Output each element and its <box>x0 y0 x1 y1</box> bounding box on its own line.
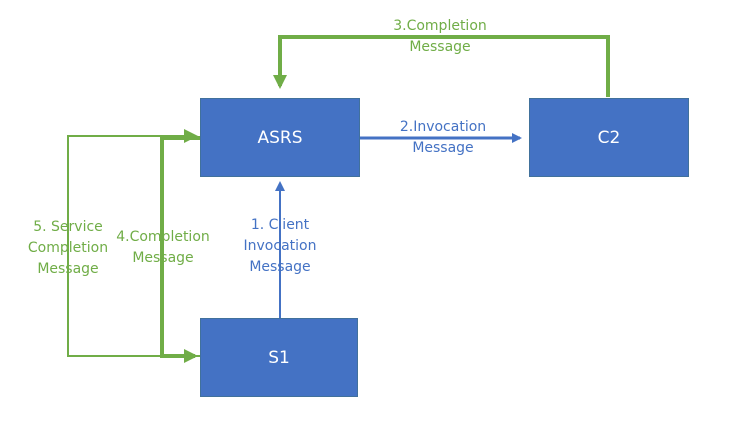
label-invocation: 2.Invocation Message <box>399 119 487 156</box>
node-s1[interactable]: S1 <box>200 318 358 397</box>
node-c2[interactable]: C2 <box>529 98 689 177</box>
label-client-invocation: 1. Client Invocation Message <box>243 217 317 275</box>
node-asrs[interactable]: ASRS <box>200 98 360 177</box>
label-service-completion: 5. Service Completion Message <box>27 219 109 277</box>
node-c2-label: C2 <box>597 127 621 148</box>
edge-completion-c2-to-asrs <box>273 35 610 97</box>
node-asrs-label: ASRS <box>257 127 303 148</box>
edge-service-completion-s1-to-asrs <box>67 129 200 357</box>
label-completion-s1: 4.Completion Message <box>116 229 210 266</box>
label-completion-c2: 3.Completion Message <box>393 18 487 55</box>
node-s1-label: S1 <box>268 347 290 368</box>
